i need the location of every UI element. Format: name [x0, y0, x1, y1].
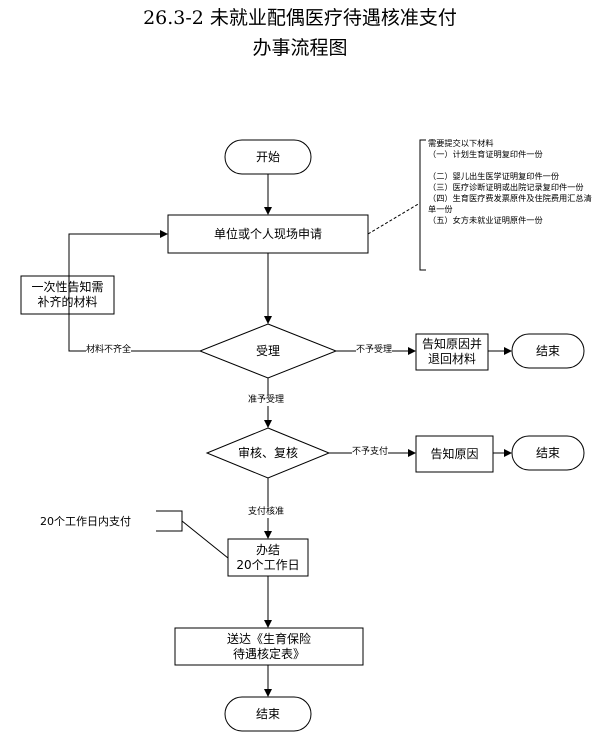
- edge-label-incomplete: 材料不齐全: [86, 345, 132, 356]
- settle-label: 办结 20个工作日: [228, 539, 308, 576]
- pay-reject-box: [415, 435, 494, 473]
- settle-line1: 办结: [255, 542, 280, 557]
- end1-terminal: [511, 333, 585, 369]
- settle-line2: 20个工作日: [236, 557, 300, 572]
- notify-materials-label: 一次性告知需补齐的材料: [31, 280, 104, 309]
- materials-note-spacer: [428, 160, 596, 171]
- edge-label-pay-approved: 支付核准: [248, 507, 285, 518]
- deadline-annotation: 20个工作日内支付: [40, 515, 131, 528]
- notify-materials-box: [20, 275, 115, 315]
- materials-note-line: （五）女方未就业证明原件一份: [428, 215, 543, 225]
- materials-note: 需要提交以下材料 （一）计划生育证明复印件一份 （二）婴儿出生医学证明复印件一份…: [428, 138, 596, 226]
- reject-notice-label: 告知原因并退回材料: [421, 337, 482, 366]
- end2-label: 结束: [535, 445, 560, 460]
- deliver-line2: 待遇核定表》: [232, 646, 305, 661]
- materials-note-line: （三）医疗诊断证明或出院记录复印件一份: [428, 182, 584, 192]
- apply-label: 单位或个人现场申请: [213, 226, 322, 241]
- edge-label-not-paid: 不予支付: [352, 447, 389, 458]
- reject-notice-box: [415, 333, 489, 371]
- deadline-bracket: [156, 510, 183, 532]
- start-label: 开始: [255, 149, 280, 164]
- end2-terminal: [511, 435, 585, 471]
- materials-note-line: 需要提交以下材料: [428, 138, 494, 148]
- accept-label: 受理: [255, 343, 280, 358]
- review-label: 审核、复核: [237, 445, 298, 460]
- end3-terminal: [224, 696, 312, 732]
- materials-note-line: （一）计划生育证明复印件一份: [428, 149, 543, 159]
- end1-label: 结束: [535, 343, 560, 358]
- edge-incomplete-loop: [68, 230, 200, 352]
- materials-note-bracket: [419, 139, 426, 271]
- deliver-label: 送达《生育保险 待遇核定表》: [175, 628, 363, 665]
- materials-note-line: （二）婴儿出生医学证明复印件一份: [428, 171, 560, 181]
- page-subtitle: 办事流程图: [252, 37, 348, 59]
- deliver-box: [174, 627, 364, 666]
- edge-label-not-accepted: 不予受理: [356, 345, 393, 356]
- page-title: 26.3-2 未就业配偶医疗待遇核准支付: [143, 7, 457, 29]
- materials-note-connector: [367, 202, 421, 235]
- deliver-line1: 送达《生育保险: [226, 631, 311, 646]
- end3-label: 结束: [255, 706, 280, 721]
- deadline-connector: [181, 520, 229, 559]
- pay-reject-label: 告知原因: [430, 446, 479, 461]
- edge-label-accepted: 准予受理: [248, 395, 285, 406]
- materials-note-line: （四）生育医疗费发票原件及住院费用汇总清单一份: [428, 193, 592, 214]
